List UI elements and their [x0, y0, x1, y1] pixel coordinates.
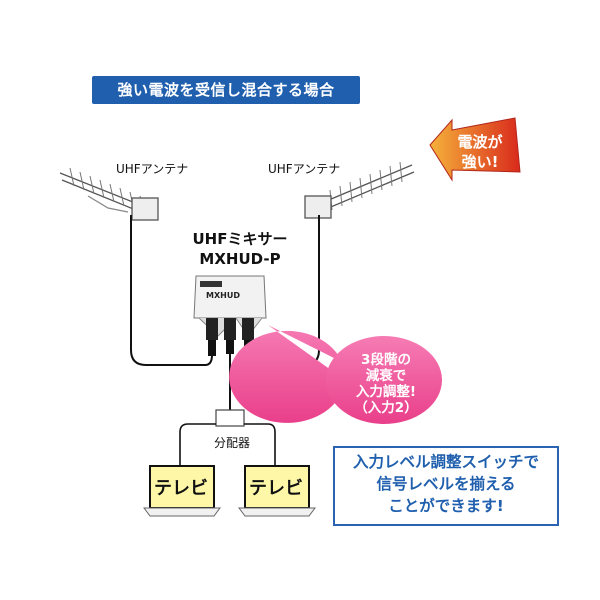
tv-left-label: テレビ	[154, 478, 208, 499]
mixer-model: MXHUD-P	[199, 250, 281, 268]
info-line-3: ことができます!	[388, 497, 504, 515]
mixer-name: UHFミキサー	[192, 230, 288, 248]
info-line-1: 入力レベル調整スイッチで	[352, 453, 539, 471]
info-line-2: 信号レベルを揃える	[376, 475, 516, 493]
splitter-cable	[179, 423, 276, 470]
tv-icon	[238, 465, 316, 517]
attenuation-callout: 3段階の 減衰で 入力調整! （入力2）	[330, 352, 442, 416]
callout-line-4: （入力2）	[354, 400, 418, 416]
splitter-label: 分配器	[214, 436, 251, 450]
uhf-antenna-icon	[59, 167, 159, 221]
callout-line-1: 3段階の	[361, 352, 411, 368]
strong-signal-line-2: 強い!	[461, 153, 499, 171]
mixer-device-icon	[193, 275, 267, 356]
attenuation-callout-bubble	[229, 325, 442, 424]
strong-signal-arrow-icon	[429, 117, 521, 182]
callout-line-2: 減衰で	[365, 368, 407, 384]
uhf-antenna-icon	[304, 161, 415, 219]
antenna-right-label: UHFアンテナ	[268, 162, 341, 176]
tv-icon	[143, 465, 221, 517]
tv-right-label: テレビ	[249, 478, 303, 499]
mixer-body-label: MXHUD	[206, 291, 240, 300]
callout-line-3: 入力調整!	[355, 384, 417, 400]
splitter-box-icon	[215, 409, 245, 427]
antenna-left-label: UHFアンテナ	[116, 162, 189, 176]
page-title: 強い電波を受信し混合する場合	[117, 81, 335, 99]
info-box	[333, 446, 559, 526]
strong-signal-badge: 電波が 強い!	[440, 132, 520, 172]
strong-signal-line-1: 電波が	[457, 133, 503, 151]
title-band	[92, 76, 360, 104]
